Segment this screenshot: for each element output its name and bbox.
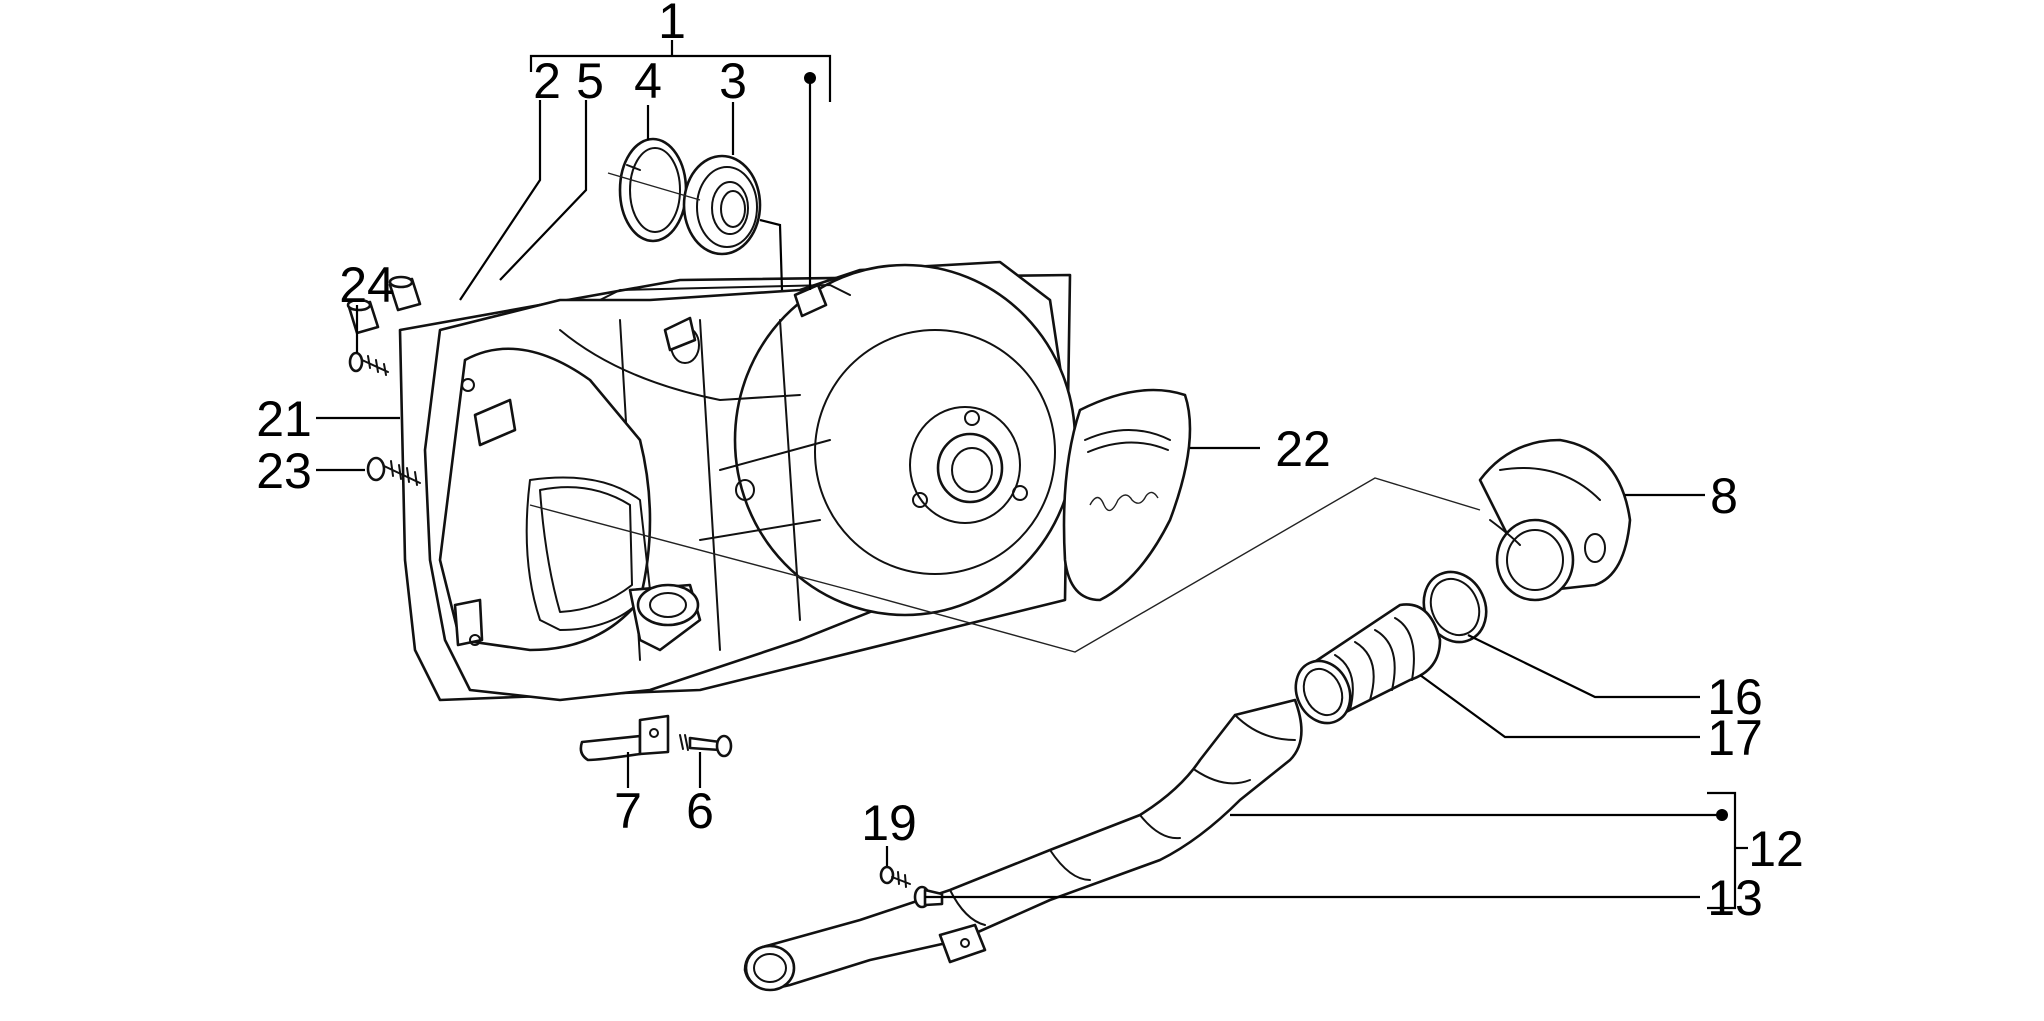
leader-1-bracket (529, 54, 832, 102)
callout-5: 5 (576, 53, 604, 109)
callout-13: 13 (1707, 870, 1763, 926)
circlip-4-drawing (618, 137, 688, 243)
bearing-3-drawing (682, 154, 762, 256)
bolt-6-drawing (679, 734, 733, 758)
callout-22: 22 (1275, 421, 1331, 477)
callout-7: 7 (614, 783, 642, 839)
crankcase-cover-drawing (398, 260, 1077, 702)
vespa-cover-22-drawing (1062, 388, 1192, 602)
callout-21: 21 (256, 391, 312, 447)
callout-2: 2 (533, 53, 561, 109)
air-intake-8-drawing (1478, 438, 1632, 602)
air-duct-12-drawing (743, 698, 1303, 992)
clamp-16-drawing (1422, 570, 1488, 644)
screw-19-drawing (879, 865, 911, 888)
callout-labels: 1 2 5 4 3 24 21 23 22 8 16 17 12 13 19 7… (256, 0, 1804, 926)
callout-23: 23 (256, 443, 312, 499)
bellows-17-drawing (1294, 603, 1442, 725)
callout-16: 16 (1707, 669, 1763, 725)
dowel-pin-5-drawing (388, 275, 422, 312)
callout-12: 12 (1748, 821, 1804, 877)
callout-17: 17 (1707, 710, 1763, 766)
callout-24: 24 (339, 257, 395, 313)
leader-lines (316, 40, 1748, 910)
callout-19: 19 (861, 795, 917, 851)
callout-1: 1 (658, 0, 686, 49)
callout-8: 8 (1710, 468, 1738, 524)
bracket-7-drawing (579, 714, 670, 762)
screw-23-drawing (366, 456, 421, 486)
screw-24-drawing (348, 351, 389, 376)
callout-3: 3 (719, 53, 747, 109)
callout-6: 6 (686, 783, 714, 839)
callout-4: 4 (634, 53, 662, 109)
